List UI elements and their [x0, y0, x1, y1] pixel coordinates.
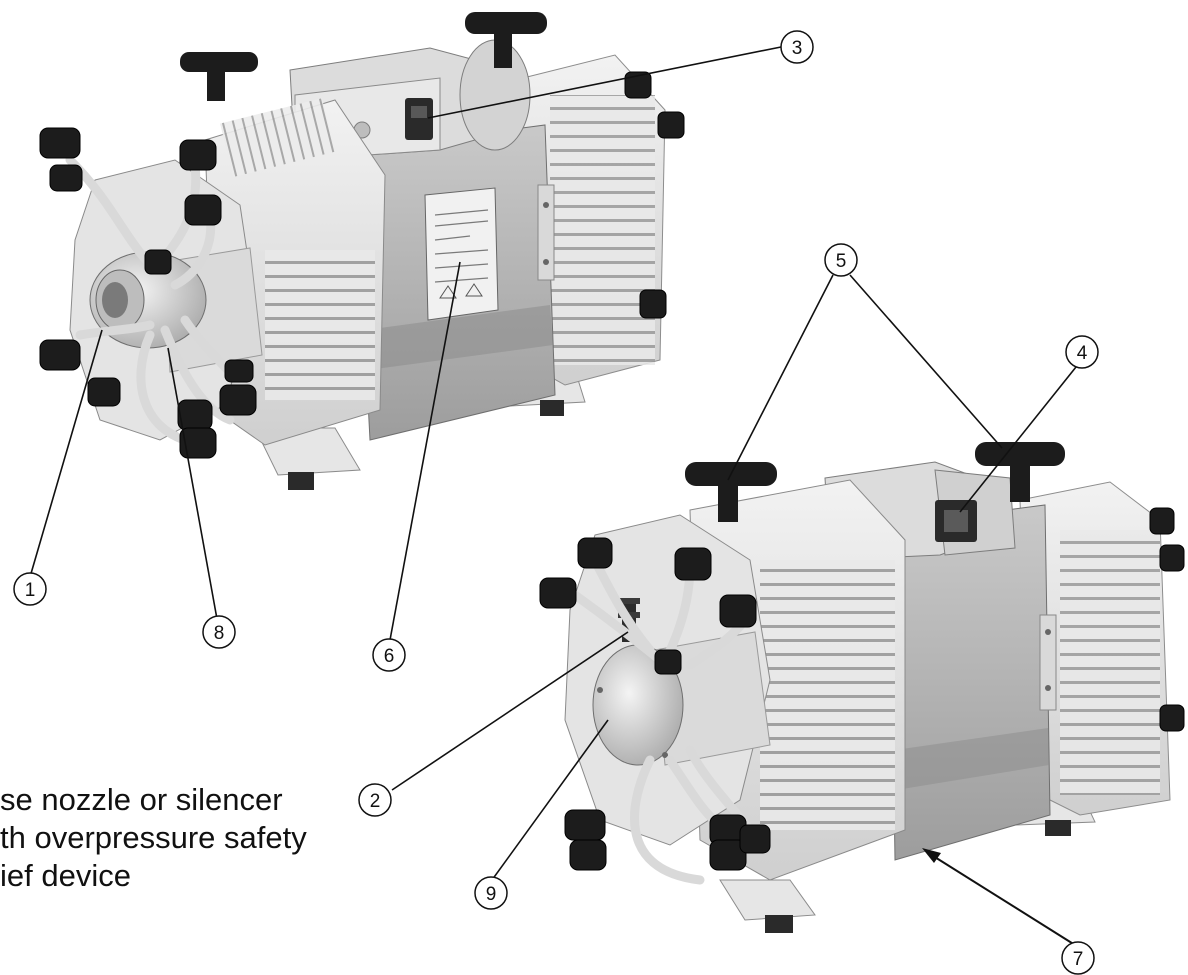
leader-5b: [849, 274, 1003, 449]
pump-a-fitting-caps: [39, 71, 685, 459]
leader-1: [29, 329, 103, 578]
description-line-2: th overpressure safety: [0, 820, 307, 855]
pump-b: [539, 442, 1185, 933]
callout-2: 2: [358, 783, 392, 817]
svg-text:3: 3: [792, 38, 803, 59]
pump-a-left-head: [204, 98, 386, 446]
callout-7: 7: [1061, 941, 1095, 975]
pump-b-right-head: [1019, 481, 1171, 816]
svg-text:4: 4: [1077, 343, 1088, 364]
pump-a-inlet-flange: [89, 251, 207, 349]
leader-8: [167, 347, 218, 620]
svg-text:5: 5: [836, 251, 847, 272]
svg-text:7: 7: [1073, 949, 1084, 970]
description-line-3: ief device: [0, 858, 131, 893]
svg-text:9: 9: [486, 884, 497, 905]
callout-3: 3: [780, 30, 814, 64]
description-line-1: se nozzle or silencer: [0, 782, 283, 817]
pump-a: [39, 12, 685, 490]
callout-6: 6: [372, 638, 406, 672]
pump-b-fitting-caps: [539, 507, 1185, 871]
pump-a-nameplate: [424, 187, 499, 321]
leader-lines: [29, 46, 1081, 881]
leader-3: [427, 46, 782, 119]
callout-9: 9: [474, 876, 508, 910]
svg-text:6: 6: [384, 646, 395, 667]
svg-text:8: 8: [214, 623, 225, 644]
pump-b-motor-housing: [889, 504, 1057, 861]
leader-6: [389, 261, 461, 641]
leader-5a: [727, 274, 834, 481]
svg-text:1: 1: [25, 580, 36, 601]
leader-2: [391, 631, 629, 791]
leader-4: [959, 361, 1081, 513]
callout-5: 5: [824, 243, 858, 277]
leader-7-arrow: [922, 848, 1076, 946]
callout-8: 8: [202, 615, 236, 649]
svg-text:2: 2: [370, 791, 381, 812]
leader-9: [491, 719, 609, 881]
callout-1: 1: [13, 572, 47, 606]
pump-a-handles: [180, 12, 547, 101]
callout-4: 4: [1065, 335, 1099, 369]
